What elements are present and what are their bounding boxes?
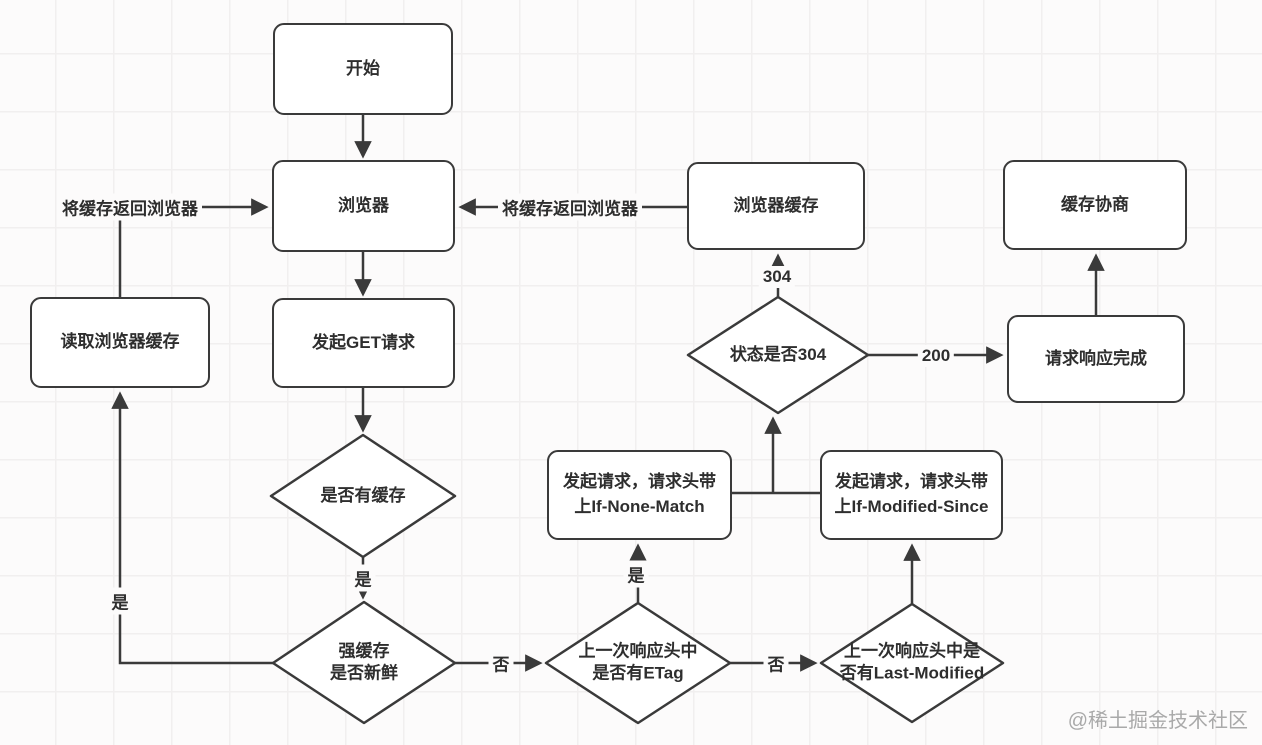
node-send-get-request-label: 发起GET请求 [312,332,415,352]
edge-label-strong-cache-yes: 是 [107,587,133,615]
edge-label-return-cache-right: 将缓存返回浏览器 [498,193,642,221]
decision-has-etag-line1: 上一次响应头中 [578,641,698,661]
node-browser-cache: 浏览器缓存 [687,162,865,250]
edge-label-has-etag-yes: 是 [623,560,649,588]
node-request-response-done-label: 请求响应完成 [1045,348,1147,368]
node-read-browser-cache-label: 读取浏览器缓存 [60,332,180,352]
node-read-browser-cache: 读取浏览器缓存 [30,297,210,388]
node-browser-cache-label: 浏览器缓存 [733,195,819,215]
node-cache-negotiation-label: 缓存协商 [1061,194,1129,214]
decision-strong-cache-fresh-shape [271,600,457,725]
decision-has-etag-label: 上一次响应头中 是否有ETag [579,641,698,686]
node-request-response-done: 请求响应完成 [1007,315,1185,403]
node-request-if-modified-since: 发起请求，请求头带 上If-Modified-Since [820,450,1003,540]
decision-strong-cache-fresh-line2: 是否新鲜 [330,664,398,683]
decision-strong-cache-fresh-label: 强缓存 是否新鲜 [330,641,398,686]
decision-has-cache-label: 是否有缓存 [320,485,406,505]
decision-status-304-shape [686,295,870,415]
decision-has-last-modified-line1: 上一次响应头中是 [844,641,980,661]
node-cache-negotiation: 缓存协商 [1003,160,1187,250]
node-request-if-none-match-line1: 发起请求，请求头带 [563,472,716,492]
edge-strong-cache-yes-to-read-cache [111,391,273,665]
edge-label-status-304: 304 [758,266,796,288]
node-send-get-request: 发起GET请求 [272,298,455,388]
edge-label-return-cache-left: 将缓存返回浏览器 [58,193,202,221]
edge-label-has-etag-no: 否 [763,649,789,677]
decision-has-etag-shape [544,601,732,725]
node-start: 开始 [273,23,453,115]
node-browser: 浏览器 [272,160,455,252]
node-start-label: 开始 [346,58,380,78]
node-request-if-modified-since-line2: 上If-Modified-Since [834,497,989,516]
node-browser-label: 浏览器 [338,195,389,215]
decision-has-last-modified-line2: 否有Last-Modified [839,664,985,683]
decision-has-etag-line2: 是否有ETag [592,664,684,683]
decision-strong-cache-fresh-line1: 强缓存 [338,641,390,661]
decision-has-last-modified-shape [819,602,1005,724]
juejin-watermark: @稀土掘金技术社区 [1067,710,1248,732]
node-request-if-none-match-line2: 上If-None-Match [574,497,705,516]
node-request-if-modified-since-line1: 发起请求，请求头带 [835,472,988,492]
decision-has-last-modified-label: 上一次响应头中是 否有Last-Modified [840,641,985,686]
edge-label-has-cache-yes: 是 [350,564,376,592]
node-request-if-none-match: 发起请求，请求头带 上If-None-Match [547,450,732,540]
edge-label-strong-cache-no: 否 [488,649,514,677]
decision-status-304-label: 状态是否304 [729,344,827,364]
edge-label-status-200: 200 [917,345,955,367]
